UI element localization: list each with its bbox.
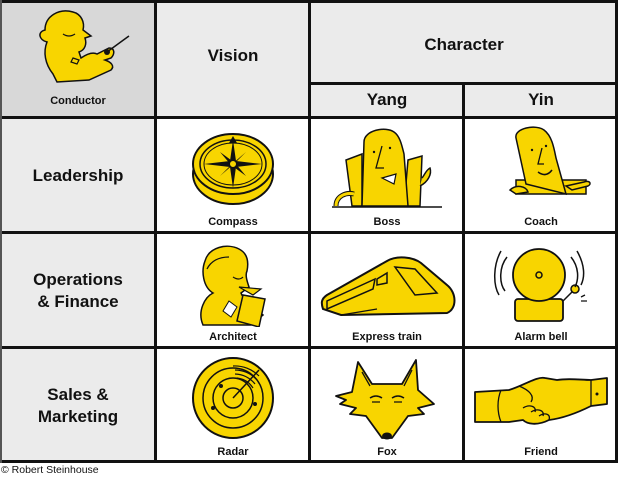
compass-icon bbox=[190, 130, 276, 208]
radar-label: Radar bbox=[217, 446, 249, 458]
grid-line bbox=[615, 0, 618, 463]
row-label-line1: Operations bbox=[33, 269, 123, 289]
friend-icon bbox=[473, 368, 609, 428]
row-label-line2: Marketing bbox=[37, 406, 119, 426]
row-label-line2: & Finance bbox=[37, 291, 119, 311]
conductor-label: Conductor bbox=[50, 95, 106, 107]
yin-header: Yin bbox=[464, 83, 618, 118]
conductor-icon bbox=[23, 4, 133, 88]
character-header-label: Character bbox=[424, 35, 504, 54]
vision-header: Vision bbox=[156, 0, 310, 118]
vision-header-label: Vision bbox=[207, 46, 259, 65]
grid-line bbox=[154, 0, 157, 463]
architect-label: Architect bbox=[209, 331, 257, 343]
character-header: Character bbox=[310, 0, 618, 83]
boss-icon bbox=[332, 124, 442, 208]
express-train-icon bbox=[317, 253, 457, 319]
grid-line bbox=[462, 82, 465, 463]
cell-alarm-bell: Alarm bell bbox=[464, 233, 618, 348]
friend-label: Friend bbox=[524, 446, 558, 458]
cell-friend: Friend bbox=[464, 348, 618, 463]
grid-line bbox=[308, 0, 311, 463]
copyright-credit: © Robert Steinhouse bbox=[1, 464, 99, 476]
alarm-bell-icon bbox=[493, 243, 589, 323]
row-label-line1: Sales & bbox=[47, 384, 109, 404]
fox-label: Fox bbox=[377, 446, 397, 458]
cell-boss: Boss bbox=[310, 118, 464, 233]
radar-icon bbox=[191, 356, 275, 440]
cell-architect: Architect bbox=[156, 233, 310, 348]
character-matrix: Conductor Vision Character Yang Yin Lead… bbox=[0, 0, 618, 463]
corner-cell: Conductor bbox=[0, 0, 156, 118]
express-train-label: Express train bbox=[352, 331, 422, 343]
fox-icon bbox=[332, 354, 442, 440]
cell-radar: Radar bbox=[156, 348, 310, 463]
cell-express-train: Express train bbox=[310, 233, 464, 348]
row-header-operations-finance: Operations & Finance bbox=[0, 233, 156, 348]
yang-header-label: Yang bbox=[366, 90, 408, 109]
cell-coach: Coach bbox=[464, 118, 618, 233]
row-header-leadership: Leadership bbox=[0, 118, 156, 233]
row-label-line1: Leadership bbox=[32, 165, 124, 185]
yin-header-label: Yin bbox=[528, 90, 554, 109]
boss-label: Boss bbox=[373, 216, 401, 228]
coach-icon bbox=[486, 124, 596, 208]
alarm-bell-label: Alarm bell bbox=[514, 331, 568, 343]
cell-fox: Fox bbox=[310, 348, 464, 463]
architect-icon bbox=[193, 241, 273, 327]
yang-header: Yang bbox=[310, 83, 464, 118]
coach-label: Coach bbox=[524, 216, 558, 228]
row-header-sales-marketing: Sales & Marketing bbox=[0, 348, 156, 463]
compass-label: Compass bbox=[208, 216, 258, 228]
grid-line bbox=[0, 0, 2, 463]
cell-compass: Compass bbox=[156, 118, 310, 233]
